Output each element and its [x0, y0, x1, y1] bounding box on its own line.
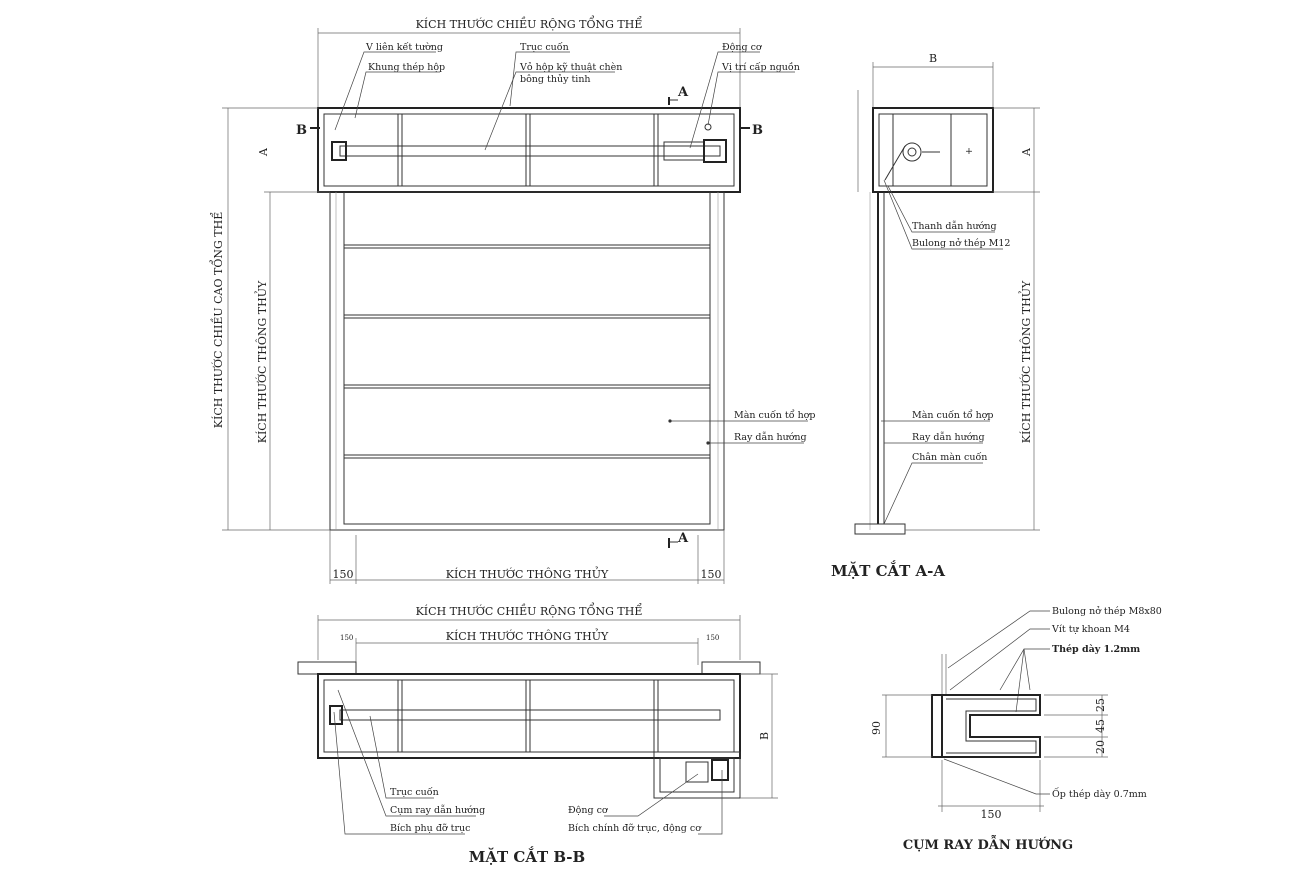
dim-right-150: 150 — [701, 568, 722, 581]
label-v-lien-ket: V liên kết tường — [365, 42, 443, 53]
label-truc-cuon: Trục cuốn — [520, 42, 569, 53]
aa-title: MẶT CẮT A-A — [831, 560, 945, 580]
overall-width-label: KÍCH THƯỚC CHIỀU RỘNG TỔNG THỂ — [416, 15, 643, 31]
rd-label-thep-day: Thép dày 1.2mm — [1052, 644, 1140, 655]
bb-small-left: 150 — [340, 634, 353, 642]
bb-label-bich-chinh: Bích chính đỡ trục, động cơ — [568, 823, 702, 834]
rd-label-bulong: Bulong nở thép M8x80 — [1052, 606, 1162, 617]
label-khung-thep: Khung thép hộp — [368, 62, 445, 73]
label-man-cuon: Màn cuốn tổ hợp — [734, 409, 816, 421]
section-a-bottom-marker: A — [677, 531, 689, 546]
aa-plus-mark: + — [965, 146, 973, 157]
rd-dim-45: 45 — [1094, 719, 1107, 733]
rd-label-vit: Vít tự khoan M4 — [1051, 624, 1130, 635]
aa-dim-a: A — [1020, 147, 1033, 157]
rail-detail: Bulong nở thép M8x80 Vít tự khoan M4 Thé… — [870, 606, 1162, 853]
bb-dim-b: B — [758, 732, 771, 740]
aa-label-thanh-dan: Thanh dẫn hướng — [912, 220, 997, 232]
aa-label-chan-man: Chân màn cuốn — [912, 452, 987, 463]
aa-dim-b: B — [929, 52, 937, 65]
rd-title: CỤM RAY DẪN HƯỚNG — [903, 835, 1073, 853]
dim-a-label: A — [257, 147, 270, 157]
bb-label-bich-phu: Bích phụ đỡ trục — [390, 823, 470, 834]
rd-dim-90: 90 — [870, 721, 883, 735]
rd-label-op-thep: Ốp thép dày 0.7mm — [1052, 787, 1147, 800]
bb-label-dong-co: Động cơ — [568, 805, 609, 816]
label-ray-dan: Ray dẫn hướng — [734, 431, 807, 443]
bb-label-cum-ray: Cụm ray dẫn hướng — [390, 804, 485, 816]
section-bb: KÍCH THƯỚC CHIỀU RỘNG TỔNG THỂ KÍCH THƯỚ… — [297, 602, 778, 866]
front-view: KÍCH THƯỚC CHIỀU RỘNG TỔNG THỂ B B A — [209, 15, 816, 584]
clear-width-label: KÍCH THƯỚC THÔNG THỦY — [446, 566, 609, 581]
bb-overall-width: KÍCH THƯỚC CHIỀU RỘNG TỔNG THỂ — [416, 602, 643, 618]
bb-clear-width: KÍCH THƯỚC THÔNG THỦY — [446, 628, 609, 643]
bb-small-right: 150 — [706, 634, 719, 642]
overall-height-label: KÍCH THƯỚC CHIỀU CAO TỔNG THỂ — [209, 212, 225, 428]
section-a-top-marker: A — [677, 85, 689, 100]
dim-left-150: 150 — [333, 568, 354, 581]
rd-dim-150: 150 — [981, 808, 1002, 821]
rd-dim-20: 20 — [1094, 740, 1107, 754]
aa-label-bulong: Bulong nở thép M12 — [912, 238, 1010, 249]
label-vo-hop-1: Vỏ hộp kỹ thuật chèn — [519, 62, 622, 73]
bb-title: MẶT CẮT B-B — [469, 846, 585, 866]
label-vi-tri-cap: Vị trí cấp nguồn — [721, 62, 800, 73]
aa-label-ray-dan: Ray dẫn hướng — [912, 431, 985, 443]
section-b-right-marker: B — [752, 123, 763, 138]
section-b-left-marker: B — [296, 123, 307, 138]
section-aa: B + A KÍCH THƯỚC THÔNG THỦY Thanh dẫn hư… — [831, 52, 1040, 580]
rd-dim-25: 25 — [1094, 698, 1107, 712]
aa-label-man-cuon: Màn cuốn tổ hợp — [912, 409, 994, 421]
label-vo-hop-2: bông thủy tinh — [520, 74, 591, 85]
aa-clear-height: KÍCH THƯỚC THÔNG THỦY — [1018, 280, 1033, 443]
bb-label-truc-cuon: Trục cuốn — [390, 787, 439, 798]
label-dong-co: Động cơ — [722, 42, 763, 53]
clear-height-label: KÍCH THƯỚC THÔNG THỦY — [254, 280, 269, 443]
